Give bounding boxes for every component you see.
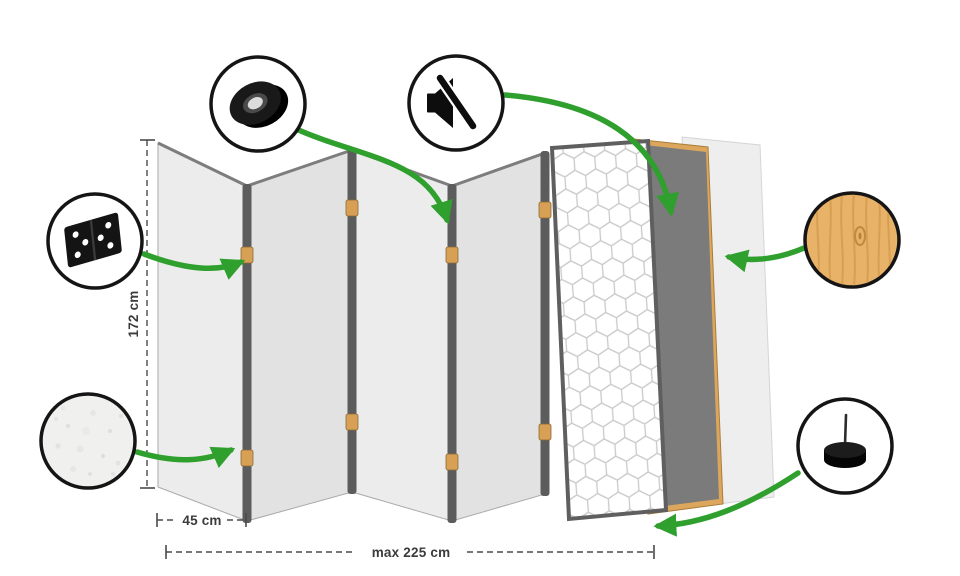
hinge-callout [46,192,144,290]
hinge-connector [538,201,552,219]
arrow-to-wood-frame [724,245,807,273]
screen-panel [451,152,546,522]
fabric-callout [39,392,137,490]
fold-edges [242,148,550,523]
arrow-to-hinge [141,251,246,280]
tape-callout [209,55,307,153]
height-dimension: 172 cm [126,139,155,489]
panel-width-dimension: 45 cm [156,513,247,528]
hinge-connector [345,413,359,431]
mute-callout [407,54,505,152]
screen-panel [351,149,453,522]
callout-arrows [134,92,807,537]
hinge-connector [445,453,459,471]
panel-width-label: 45 cm [182,513,221,528]
fold-edge [540,151,550,496]
hinge-icon [64,212,122,268]
arrow-to-foot [653,470,801,537]
hinge-connector [445,246,459,264]
hinge-connector [538,423,552,441]
arrow-to-fabric [134,446,236,469]
screen-panel [246,149,353,522]
pin-foot-icon [824,413,866,468]
folded-screen [157,141,552,523]
wood-callout [803,191,901,289]
arrow-to-tape [291,125,453,225]
muted-speaker-icon [427,72,479,132]
fold-edge [447,184,457,523]
total-width-label: max 225 cm [372,545,451,560]
hinge-connector [345,199,359,217]
pin-callout [796,397,894,495]
arrow-to-panel-core [502,92,680,217]
fabric-texture-icon [54,405,124,476]
height-label: 172 cm [126,291,141,338]
panel-slab [645,145,719,507]
hinge-connector [240,449,254,467]
total-width-dimension: max 225 cm [165,545,655,560]
screen-panel [157,142,248,522]
tape-roll-icon [229,81,289,128]
patterned-panel [549,138,669,522]
hinge-connectors [240,199,552,471]
fold-edge [242,184,252,523]
fold-edge [347,148,357,494]
